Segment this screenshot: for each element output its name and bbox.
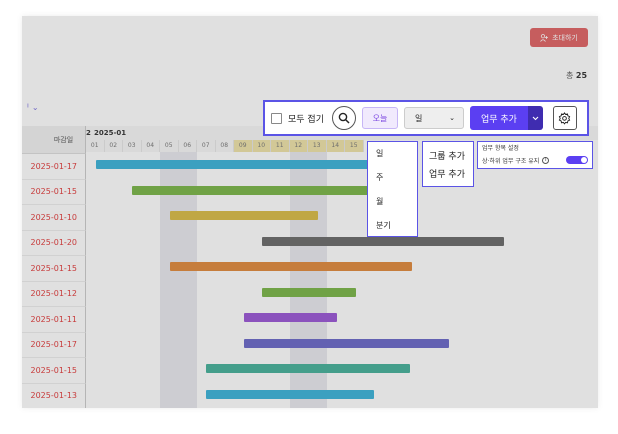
- day-header-cell: 15: [345, 140, 364, 152]
- deadline-cell: 2025-01-12: [22, 281, 86, 307]
- day-header-cell: 11: [271, 140, 290, 152]
- collapse-all-label: 모두 접기: [288, 114, 324, 125]
- view-select-value: 일: [414, 113, 423, 123]
- add-task-split-button: 업무 추가: [469, 106, 543, 130]
- view-option[interactable]: 주: [376, 173, 384, 182]
- view-selector-link[interactable]: ᅵ ⌄: [22, 102, 39, 113]
- task-bar[interactable]: [262, 287, 356, 297]
- day-header-cell: 01: [86, 140, 105, 152]
- task-bar[interactable]: [170, 262, 412, 271]
- day-header-cell: 13: [308, 140, 327, 152]
- day-header-cell: 09: [234, 140, 253, 152]
- month-prefix: 2: [86, 129, 91, 137]
- settings-popup: 업무 항목 설정 상·하위 업무 구조 유지 i: [477, 141, 593, 169]
- today-button[interactable]: 오늘: [361, 107, 398, 129]
- day-header-cell: 06: [178, 140, 197, 152]
- invite-label: 초대하기: [552, 33, 578, 42]
- total-prefix: 총: [566, 71, 574, 80]
- info-icon[interactable]: i: [542, 156, 550, 164]
- keep-hierarchy-label: 상·하위 업무 구조 유지: [482, 157, 540, 165]
- gantt-toolbar: 모두 접기 오늘 일 ⌄ 업무 추가: [263, 100, 589, 136]
- deadline-cell: 2025-01-17: [22, 154, 86, 180]
- chevron-down-icon: ⌄: [449, 114, 455, 122]
- invite-button[interactable]: 초대하기: [530, 28, 588, 47]
- add-task-menu-button[interactable]: [527, 106, 543, 130]
- day-header-cell: 05: [160, 140, 179, 152]
- day-header-cell: 03: [123, 140, 142, 152]
- deadline-cell: 2025-01-17: [22, 332, 86, 358]
- task-bar[interactable]: [132, 185, 390, 195]
- timeline-scroll-handle[interactable]: [118, 174, 124, 180]
- task-bar[interactable]: [206, 389, 374, 399]
- day-header-cell: 14: [326, 140, 345, 152]
- task-bar[interactable]: [262, 236, 504, 246]
- keep-hierarchy-row: 상·하위 업무 구조 유지 i: [482, 154, 588, 166]
- day-header-cell: 12: [289, 140, 308, 152]
- total-count: 총 25: [566, 70, 587, 81]
- search-button[interactable]: [331, 106, 356, 130]
- day-header-cell: 04: [141, 140, 160, 152]
- add-user-icon: [540, 33, 549, 42]
- deadline-cell: 2025-01-15: [22, 256, 86, 282]
- task-bar[interactable]: [244, 313, 337, 322]
- view-option[interactable]: 일: [376, 149, 384, 158]
- deadline-cell: 2025-01-13: [22, 383, 86, 408]
- day-header-cell: 07: [197, 140, 216, 152]
- add-task-button[interactable]: 업무 추가: [469, 106, 528, 130]
- deadline-cell: 2025-01-15: [22, 179, 86, 205]
- gear-icon: [559, 111, 571, 125]
- day-header-cell: 02: [104, 140, 123, 152]
- add-task-option[interactable]: 업무 추가: [429, 170, 465, 180]
- month-label: 2025-01: [94, 129, 127, 137]
- deadline-cell: 2025-01-20: [22, 230, 86, 256]
- view-link-text: ᅵ: [22, 103, 30, 112]
- view-option[interactable]: 분기: [376, 221, 391, 230]
- chevron-down-icon: [532, 116, 539, 120]
- search-icon: [338, 112, 350, 124]
- add-group-option[interactable]: 그룹 추가: [429, 152, 465, 162]
- day-header-cell: 08: [215, 140, 234, 152]
- task-bar[interactable]: [206, 364, 410, 373]
- task-bar[interactable]: [244, 338, 449, 348]
- deadline-cell: 2025-01-11: [22, 307, 86, 333]
- view-select[interactable]: 일 ⌄: [403, 107, 464, 129]
- deadline-cell: 2025-01-15: [22, 358, 86, 384]
- task-bar[interactable]: [96, 160, 386, 169]
- deadline-cell: 2025-01-10: [22, 205, 86, 231]
- task-bar[interactable]: [170, 211, 318, 220]
- day-header-cell: 10: [252, 140, 271, 152]
- total-number: 25: [575, 71, 588, 80]
- collapse-all-checkbox[interactable]: [271, 112, 282, 124]
- settings-button[interactable]: [552, 106, 577, 130]
- settings-title: 업무 항목 설정: [482, 145, 519, 152]
- keep-hierarchy-toggle[interactable]: [566, 156, 588, 164]
- view-option[interactable]: 월: [376, 197, 384, 206]
- deadline-header: 마감일: [22, 126, 86, 154]
- chevron-down-icon: ⌄: [31, 103, 39, 112]
